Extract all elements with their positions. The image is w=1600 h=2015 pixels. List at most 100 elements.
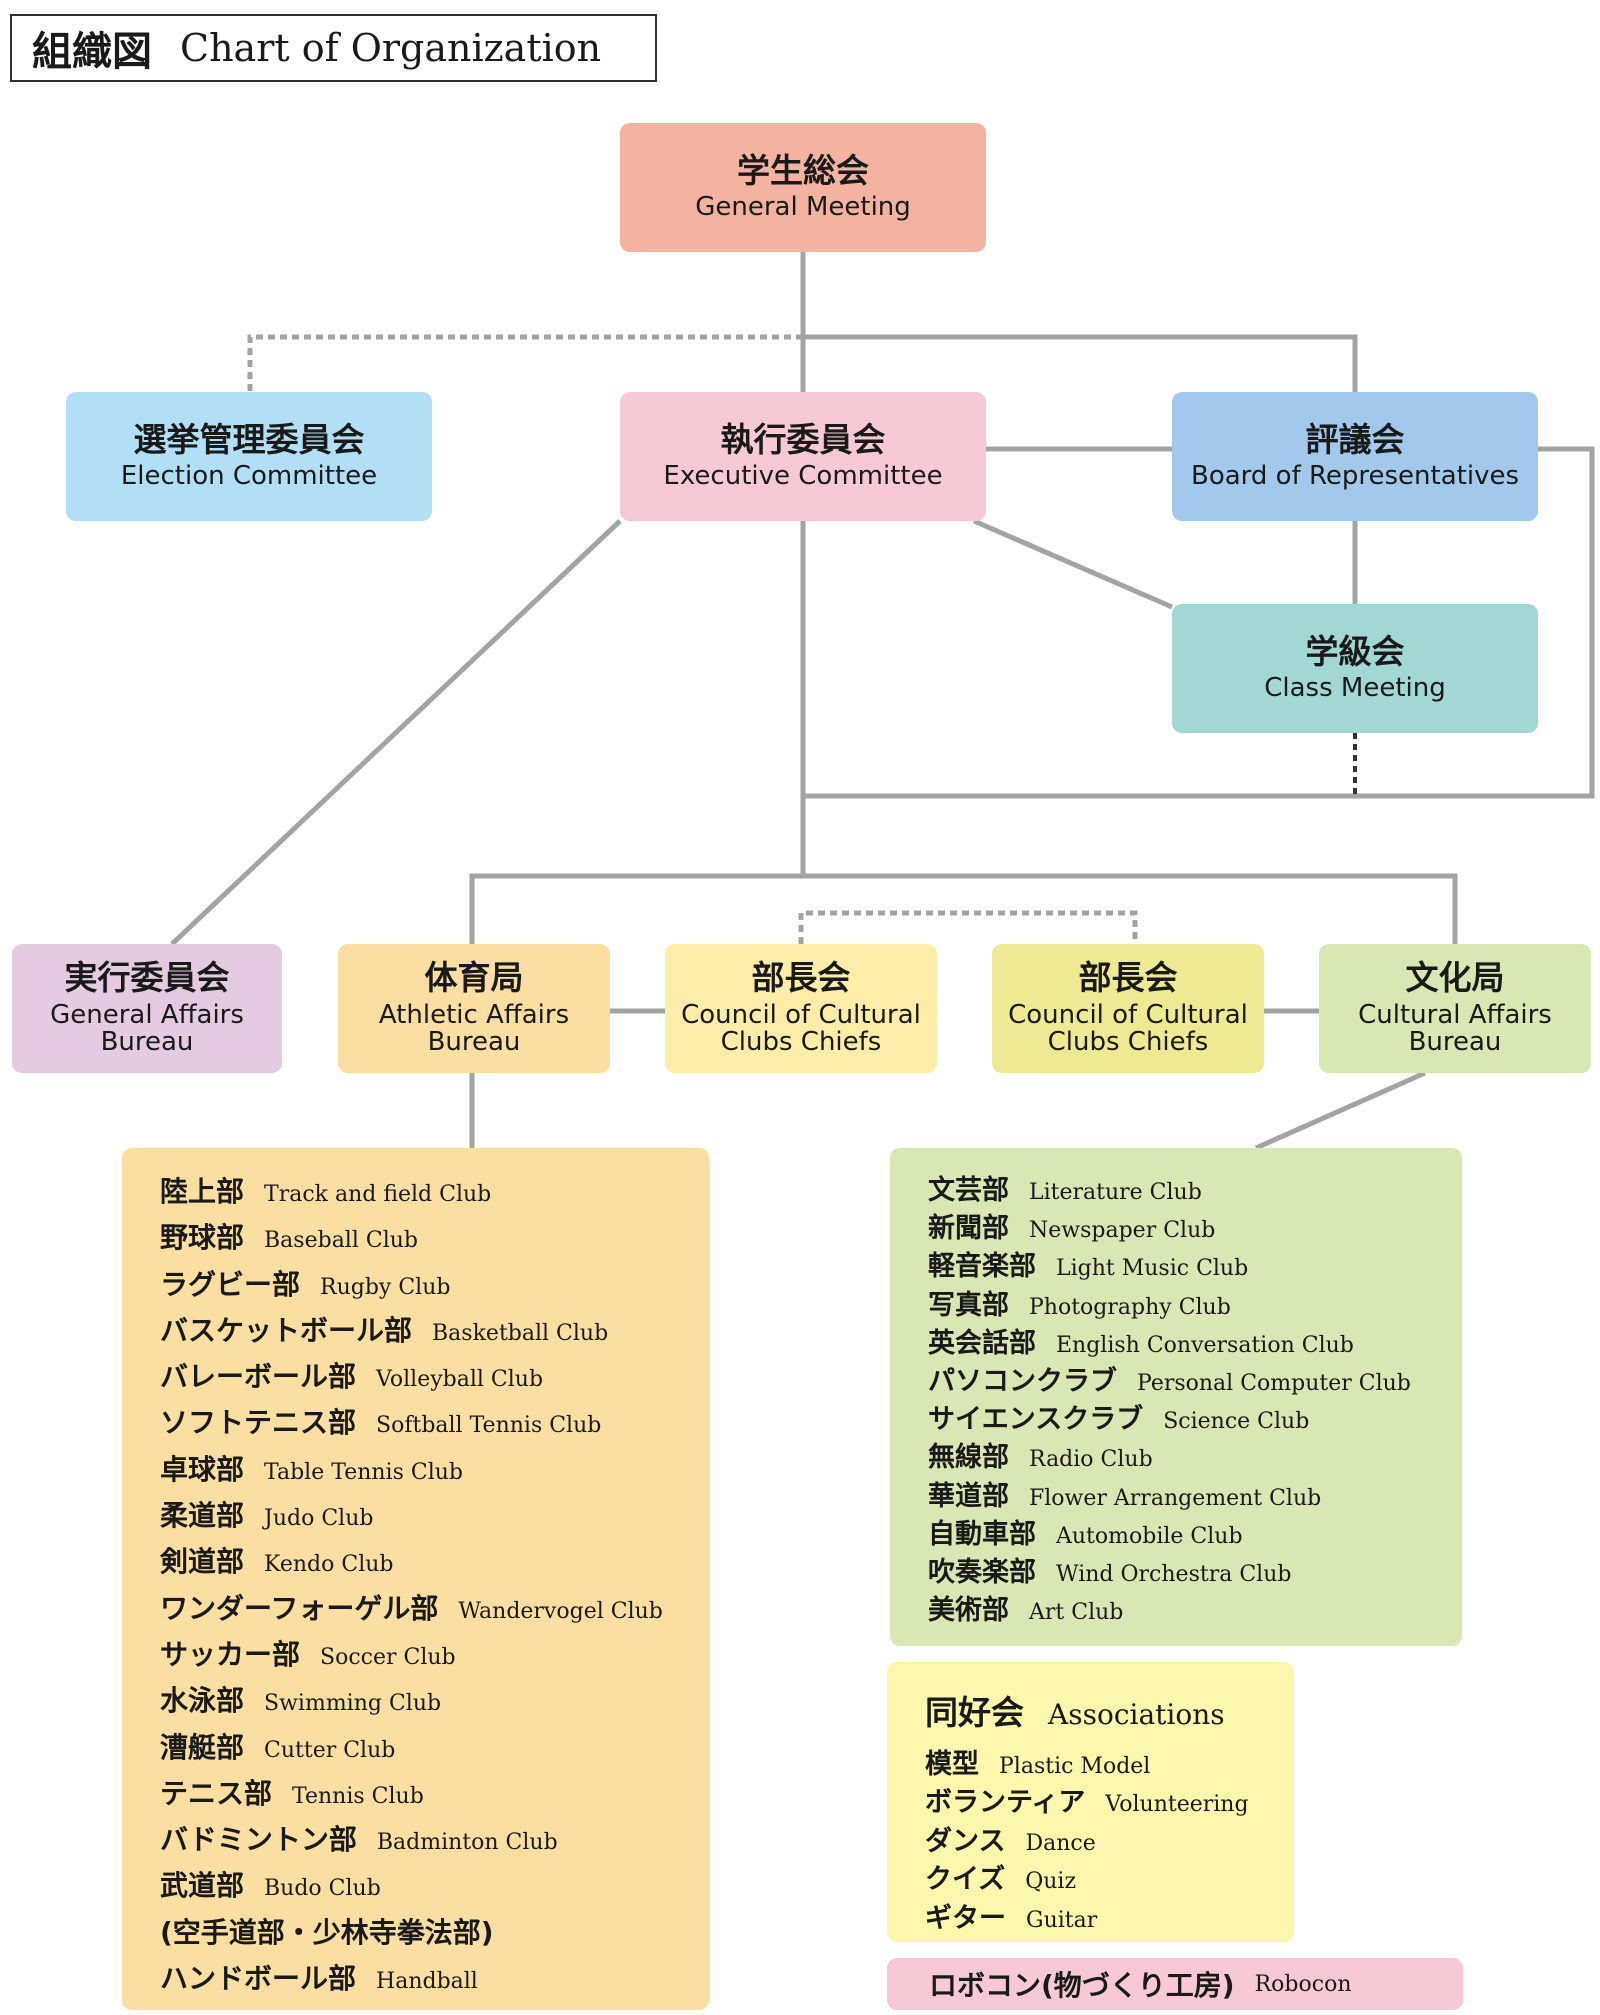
club-name-ja: バスケットボール部 — [160, 1313, 413, 1347]
list-item: 柔道部 Judo Club — [160, 1494, 709, 1540]
general-affairs-ja: 実行委員会 — [64, 957, 230, 997]
robocon-ja: ロボコン(物づくり工房) — [929, 1969, 1235, 2002]
club-name-en: Swimming Club — [264, 1691, 442, 1717]
association-name-en: Plastic Model — [999, 1754, 1151, 1779]
athletic-affairs-en: Athletic Affairs Bureau — [378, 999, 570, 1057]
club-name-ja: 新聞部 — [928, 1213, 1009, 1245]
association-name-ja: ダンス — [925, 1825, 1006, 1857]
club-name-en: Science Club — [1163, 1409, 1310, 1435]
list-item: バドミントン部 Badminton Club — [160, 1818, 709, 1864]
list-item: バスケットボール部 Basketball Club — [160, 1309, 709, 1355]
club-name-en: Light Music Club — [1056, 1256, 1249, 1282]
club-name-en: Art Club — [1029, 1600, 1124, 1626]
club-name-ja: バドミントン部 — [160, 1823, 357, 1857]
club-name-ja: (空手道部・少林寺拳法部) — [160, 1915, 494, 1949]
club-name-en: Automobile Club — [1056, 1523, 1243, 1549]
club-name-ja: サッカー部 — [160, 1637, 301, 1671]
line-executive-to-class — [973, 518, 1173, 610]
club-name-en: Basketball Club — [432, 1320, 609, 1346]
election-committee-ja: 選挙管理委員会 — [133, 419, 365, 459]
club-name-en: Badminton Club — [376, 1830, 558, 1856]
cultural-affairs-en: Cultural Affairs Bureau — [1358, 999, 1552, 1057]
club-name-ja: ソフトテニス部 — [160, 1406, 357, 1440]
club-name-ja: サイエンスクラブ — [928, 1404, 1144, 1436]
cultural-affairs-bureau-box: 文化局 Cultural Affairs Bureau — [1319, 944, 1591, 1073]
club-name-en: Judo Club — [264, 1506, 374, 1532]
list-item: 新聞部 Newspaper Club — [928, 1206, 1462, 1244]
club-name-ja: 自動車部 — [928, 1518, 1036, 1550]
executive-committee-box: 執行委員会 Executive Committee — [620, 392, 986, 521]
club-name-en: Wind Orchestra Club — [1056, 1561, 1292, 1587]
class-meeting-box: 学級会 Class Meeting — [1172, 604, 1538, 733]
club-name-ja: 漕艇部 — [160, 1730, 245, 1764]
association-name-ja: ギター — [925, 1902, 1006, 1934]
club-name-ja: 野球部 — [160, 1221, 245, 1255]
list-item: ラグビー部 Rugby Club — [160, 1263, 709, 1309]
club-name-en: Rugby Club — [320, 1274, 451, 1300]
club-name-en: Kendo Club — [264, 1552, 394, 1578]
list-item: クイズ Quiz — [925, 1857, 1294, 1895]
council-2-en: Council of Cultural Clubs Chiefs — [1008, 999, 1248, 1057]
club-name-ja: パソコンクラブ — [928, 1365, 1117, 1397]
athletic-affairs-bureau-box: 体育局 Athletic Affairs Bureau — [338, 944, 610, 1073]
club-name-en: Softball Tennis Club — [376, 1413, 602, 1439]
association-name-ja: ボランティア — [925, 1787, 1086, 1819]
line-executive-to-general-affairs — [170, 519, 622, 946]
club-name-en: Track and field Club — [264, 1182, 492, 1207]
club-name-ja: 柔道部 — [160, 1499, 245, 1533]
list-item: サイエンスクラブ Science Club — [928, 1397, 1462, 1435]
club-name-ja: ラグビー部 — [160, 1267, 301, 1301]
club-name-ja: 陸上部 — [160, 1175, 245, 1208]
association-name-en: Quiz — [1025, 1869, 1077, 1895]
list-item: (空手道部・少林寺拳法部) — [160, 1911, 709, 1957]
executive-committee-en: Executive Committee — [663, 461, 943, 492]
dotted-line-election — [247, 334, 803, 392]
athletic-affairs-ja: 体育局 — [424, 957, 524, 997]
title-english: Chart of Organization — [180, 26, 602, 70]
club-name-en: Cutter Club — [264, 1737, 396, 1763]
general-meeting-box: 学生総会 General Meeting — [620, 123, 986, 252]
club-name-en: Flower Arrangement Club — [1029, 1485, 1322, 1511]
general-meeting-ja: 学生総会 — [737, 150, 869, 190]
election-committee-box: 選挙管理委員会 Election Committee — [66, 392, 432, 521]
line-board-loop — [803, 446, 1595, 799]
club-name-ja: 無線部 — [928, 1442, 1009, 1474]
general-affairs-en: General Affairs Bureau — [50, 999, 244, 1057]
club-name-ja: 文芸部 — [928, 1175, 1009, 1206]
association-name-en: Volunteering — [1105, 1792, 1249, 1818]
cultural-affairs-ja: 文化局 — [1405, 957, 1505, 997]
club-name-ja: 剣道部 — [160, 1545, 245, 1579]
chart-title: 組織図 Chart of Organization — [10, 14, 657, 82]
council-1-ja: 部長会 — [751, 957, 851, 997]
list-item: 自動車部 Automobile Club — [928, 1512, 1462, 1550]
board-of-representatives-box: 評議会 Board of Representatives — [1172, 392, 1538, 521]
club-name-en: Photography Club — [1029, 1294, 1231, 1320]
robocon-panel: ロボコン(物づくり工房) Robocon — [887, 1958, 1463, 2010]
class-meeting-en: Class Meeting — [1264, 673, 1446, 704]
general-affairs-bureau-box: 実行委員会 General Affairs Bureau — [12, 944, 282, 1073]
club-name-ja: テニス部 — [160, 1776, 273, 1810]
club-name-en: Newspaper Club — [1029, 1218, 1216, 1244]
club-name-ja: 軽音楽部 — [928, 1251, 1036, 1283]
club-name-en: English Conversation Club — [1056, 1332, 1354, 1358]
general-meeting-en: General Meeting — [695, 192, 911, 223]
association-name-ja: クイズ — [925, 1864, 1006, 1896]
class-meeting-ja: 学級会 — [1305, 631, 1405, 671]
club-name-en: Volleyball Club — [376, 1367, 544, 1393]
club-name-en: Soccer Club — [320, 1644, 456, 1670]
